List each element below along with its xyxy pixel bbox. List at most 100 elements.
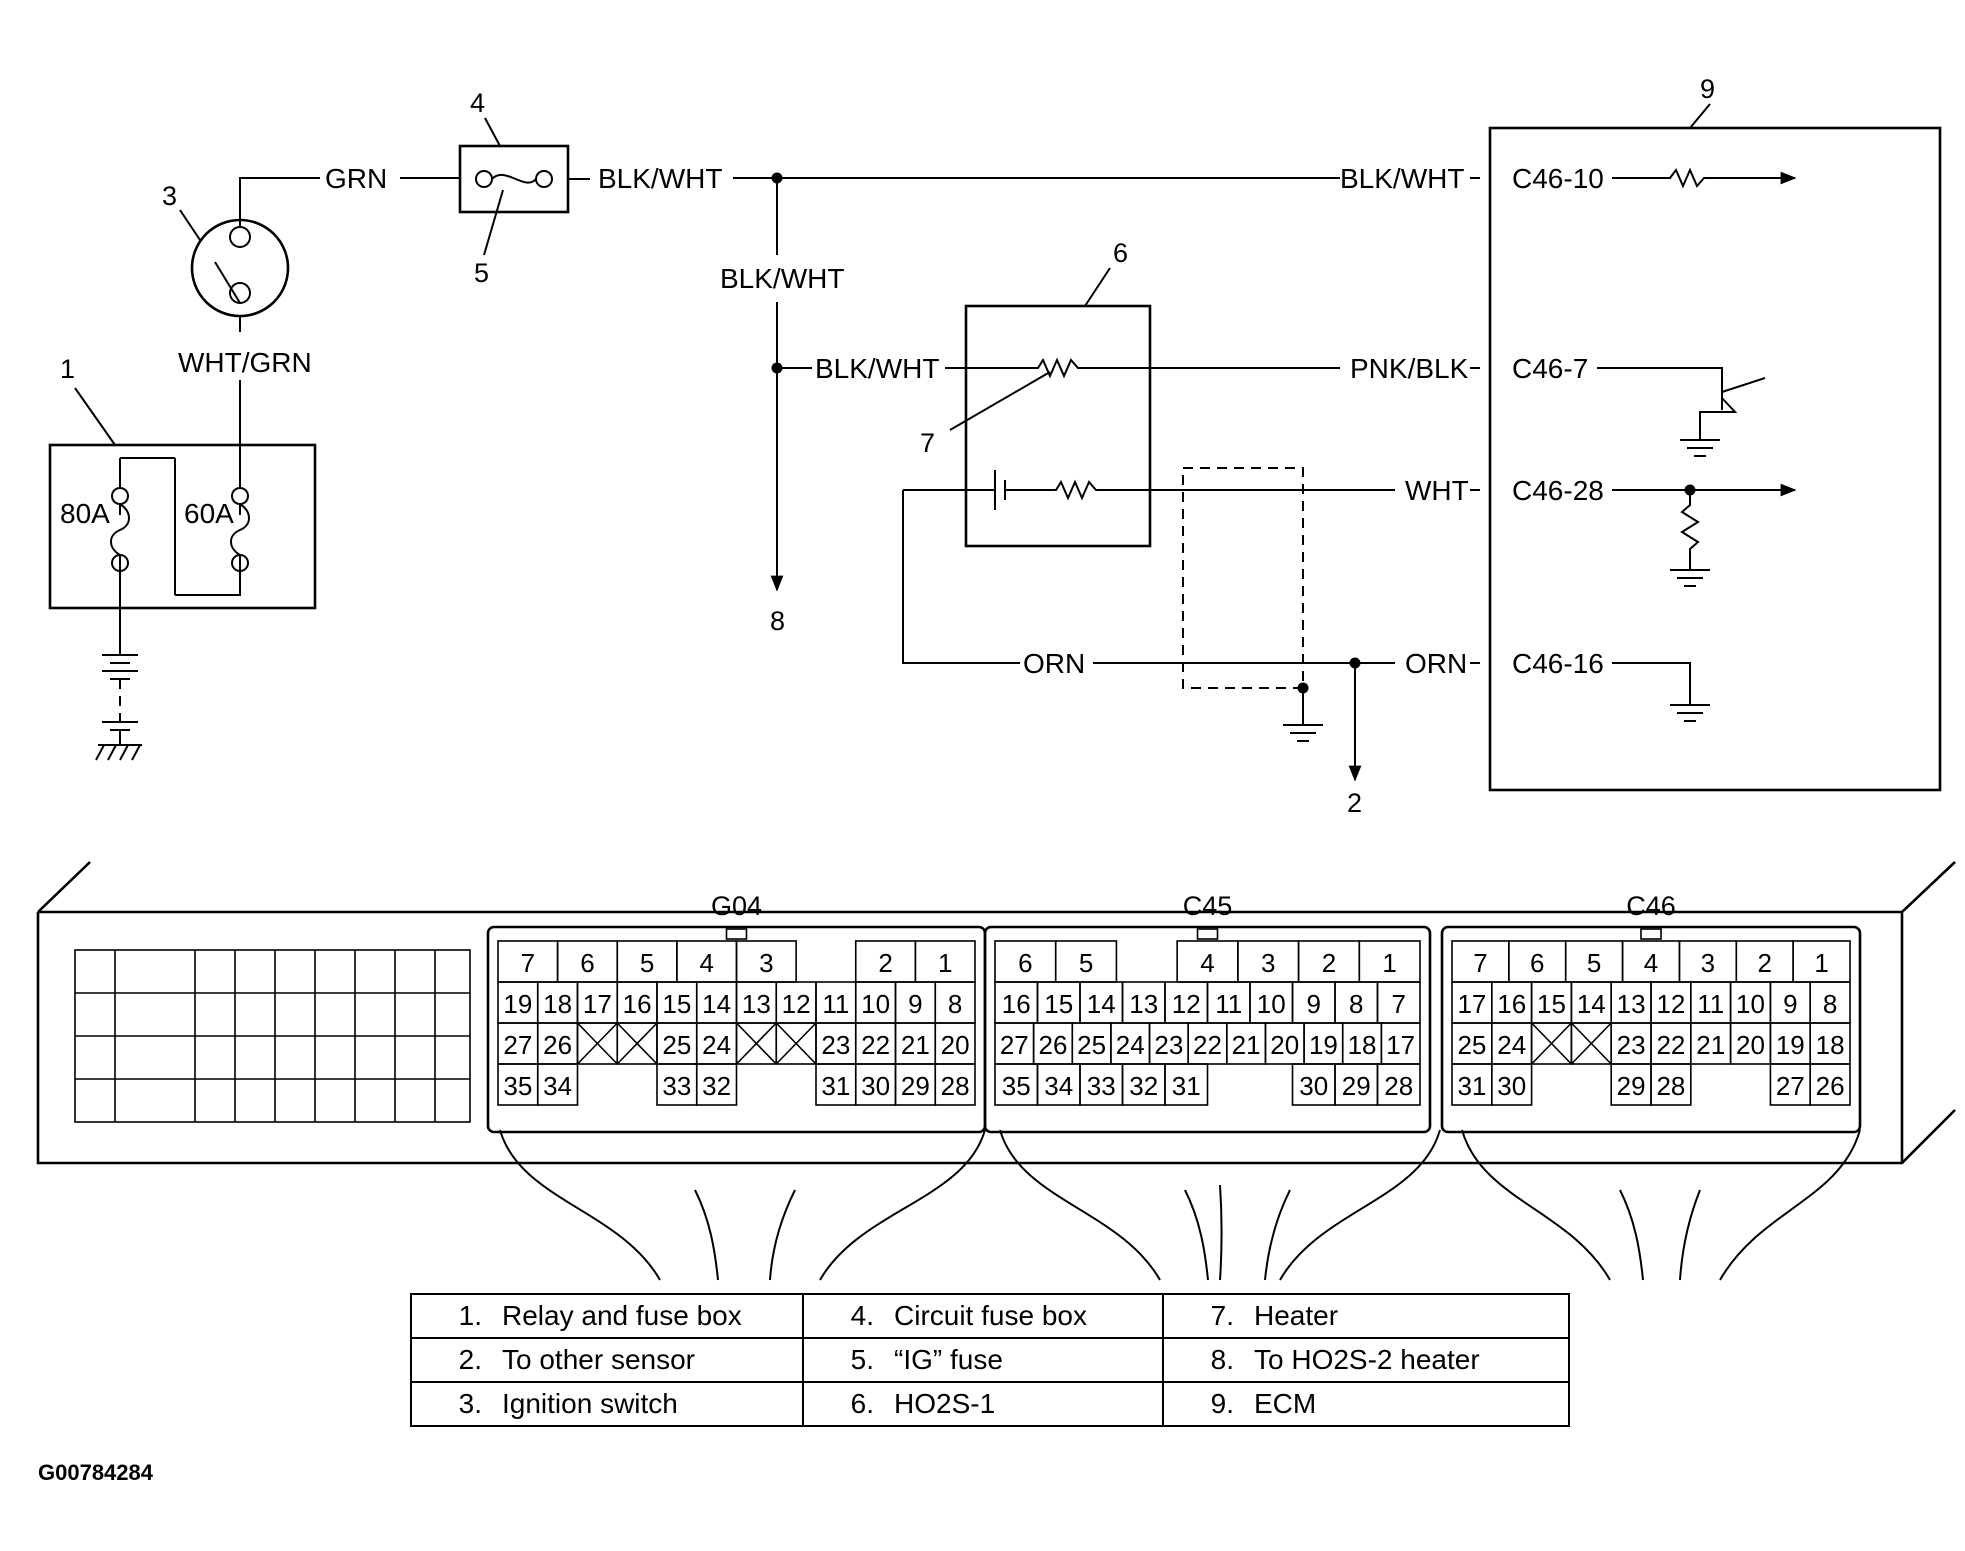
wire-label-blk-wht-main: BLK/WHT xyxy=(598,163,722,194)
pin-cell: 1 xyxy=(914,940,976,983)
pin-number: 20 xyxy=(1270,1030,1299,1060)
pin-number: 23 xyxy=(1617,1030,1646,1060)
pin-number: 15 xyxy=(662,989,691,1019)
pin-cell: 26 xyxy=(1032,1022,1074,1065)
legend-text: To other sensor xyxy=(502,1344,695,1375)
pin-cell: 4 xyxy=(676,940,738,983)
pin-cell: 9 xyxy=(1769,981,1812,1024)
pin-cell: 13 xyxy=(1121,981,1166,1024)
pin-cell: 27 xyxy=(1769,1063,1812,1106)
pin-number: 1 xyxy=(938,948,952,978)
pin-cell: 25 xyxy=(656,1022,698,1065)
pin-number: 14 xyxy=(702,989,731,1019)
pin-cell: 18 xyxy=(536,981,579,1024)
pin-number: 19 xyxy=(1776,1030,1805,1060)
legend-cell: 6.HO2S-1 xyxy=(802,1381,1164,1427)
pin-number: 35 xyxy=(1002,1071,1031,1101)
pin-cell: 9 xyxy=(1291,981,1336,1024)
pin-number: 9 xyxy=(1307,989,1321,1019)
pin-cell: 20 xyxy=(1729,1022,1772,1065)
pin-cell: 11 xyxy=(815,981,857,1024)
pin-cell: 24 xyxy=(695,1022,738,1065)
pin-number: 9 xyxy=(908,989,922,1019)
pin-number: 20 xyxy=(941,1030,970,1060)
pin-cell: 25 xyxy=(1071,1022,1112,1065)
relay-fuse-box: 80A 60A xyxy=(48,412,317,655)
wire-label-orn-right: ORN xyxy=(1405,648,1467,679)
pin-cell: 2 xyxy=(1735,940,1794,983)
pin-cell: 31 xyxy=(1164,1063,1209,1106)
pin-number: 18 xyxy=(1816,1030,1845,1060)
pin-number: 6 xyxy=(580,948,594,978)
pin-cell: 19 xyxy=(1769,1022,1812,1065)
pin-number: 3 xyxy=(1261,948,1275,978)
pin-number: 5 xyxy=(1079,948,1093,978)
pin-cell: 25 xyxy=(1451,1022,1493,1065)
pin-cell: 15 xyxy=(1036,981,1081,1024)
pin-cell: 21 xyxy=(894,1022,937,1065)
legend-number: 5. xyxy=(850,1344,874,1375)
pin-cell: 4 xyxy=(1176,940,1239,983)
pin-cell: 1 xyxy=(1358,940,1421,983)
pin-cell: 29 xyxy=(1334,1063,1379,1106)
pin-number: 15 xyxy=(1537,989,1566,1019)
pin-cell: 17 xyxy=(1451,981,1493,1024)
pin-cell: 7 xyxy=(1451,940,1510,983)
pin-number: 32 xyxy=(702,1071,731,1101)
pin-number: 26 xyxy=(543,1030,572,1060)
pin-cell: 16 xyxy=(616,981,658,1024)
legend-cell: 2.To other sensor xyxy=(410,1337,804,1383)
pin-number: 16 xyxy=(1497,989,1526,1019)
legend-cell: 3.Ignition switch xyxy=(410,1381,804,1427)
pin-number: 26 xyxy=(1038,1030,1067,1060)
pin-cell: 8 xyxy=(1809,981,1851,1024)
legend-text: “IG” fuse xyxy=(894,1344,1003,1375)
callout-1: 1 xyxy=(60,354,75,384)
fuse-60a-label: 60A xyxy=(184,498,234,529)
harness-bundles xyxy=(499,1129,1861,1281)
pin-cell: 2 xyxy=(1297,940,1361,983)
legend-cell: 1.Relay and fuse box xyxy=(410,1293,804,1339)
pin-number: 25 xyxy=(1457,1030,1486,1060)
pin-cell: 23 xyxy=(815,1022,857,1065)
legend-number: 1. xyxy=(458,1300,482,1331)
ecm-connector-housing xyxy=(36,861,1956,1165)
pin-cell: 14 xyxy=(1570,981,1613,1024)
pin-number: 28 xyxy=(1384,1071,1413,1101)
pin-cell: 29 xyxy=(894,1063,937,1106)
pin-number: 13 xyxy=(1129,989,1158,1019)
pin-number: 11 xyxy=(1697,989,1724,1019)
legend-cell: 9.ECM xyxy=(1162,1381,1570,1427)
pin-number: 23 xyxy=(821,1030,850,1060)
pin-cell xyxy=(1530,1022,1573,1065)
pin-number: 4 xyxy=(1200,948,1214,978)
pin-cell: 11 xyxy=(1690,981,1732,1024)
pin-number: 30 xyxy=(1497,1071,1526,1101)
pin-cell: 31 xyxy=(1451,1063,1493,1106)
pin-cell: 20 xyxy=(934,1022,976,1065)
pin-number: 32 xyxy=(1129,1071,1158,1101)
pin-number: 3 xyxy=(1701,948,1715,978)
pin-cell: 10 xyxy=(1729,981,1772,1024)
wire-label-grn: GRN xyxy=(325,163,387,194)
pin-cell xyxy=(735,1022,778,1065)
pin-cell xyxy=(576,1022,619,1065)
pin-cell: 12 xyxy=(775,981,817,1024)
legend-text: Circuit fuse box xyxy=(894,1300,1087,1331)
pin-number: 14 xyxy=(1087,989,1116,1019)
pin-cell: 5 xyxy=(616,940,678,983)
pin-number: 9 xyxy=(1783,989,1797,1019)
wire-label-blk-wht-right: BLK/WHT xyxy=(1340,163,1464,194)
pin-cell: 17 xyxy=(576,981,619,1024)
wire-label-orn-left: ORN xyxy=(1023,648,1085,679)
terminal-c46-28: C46-28 xyxy=(1512,475,1604,506)
pin-cell: 23 xyxy=(1148,1022,1189,1065)
pin-number: 34 xyxy=(543,1071,572,1101)
pin-number: 19 xyxy=(1309,1030,1338,1060)
pin-cell: 31 xyxy=(815,1063,857,1106)
pin-cell: 28 xyxy=(1650,1063,1692,1106)
pin-cell: 4 xyxy=(1621,940,1681,983)
pin-number: 28 xyxy=(1656,1071,1685,1101)
pin-number: 30 xyxy=(861,1071,890,1101)
pin-number: 2 xyxy=(1757,948,1771,978)
